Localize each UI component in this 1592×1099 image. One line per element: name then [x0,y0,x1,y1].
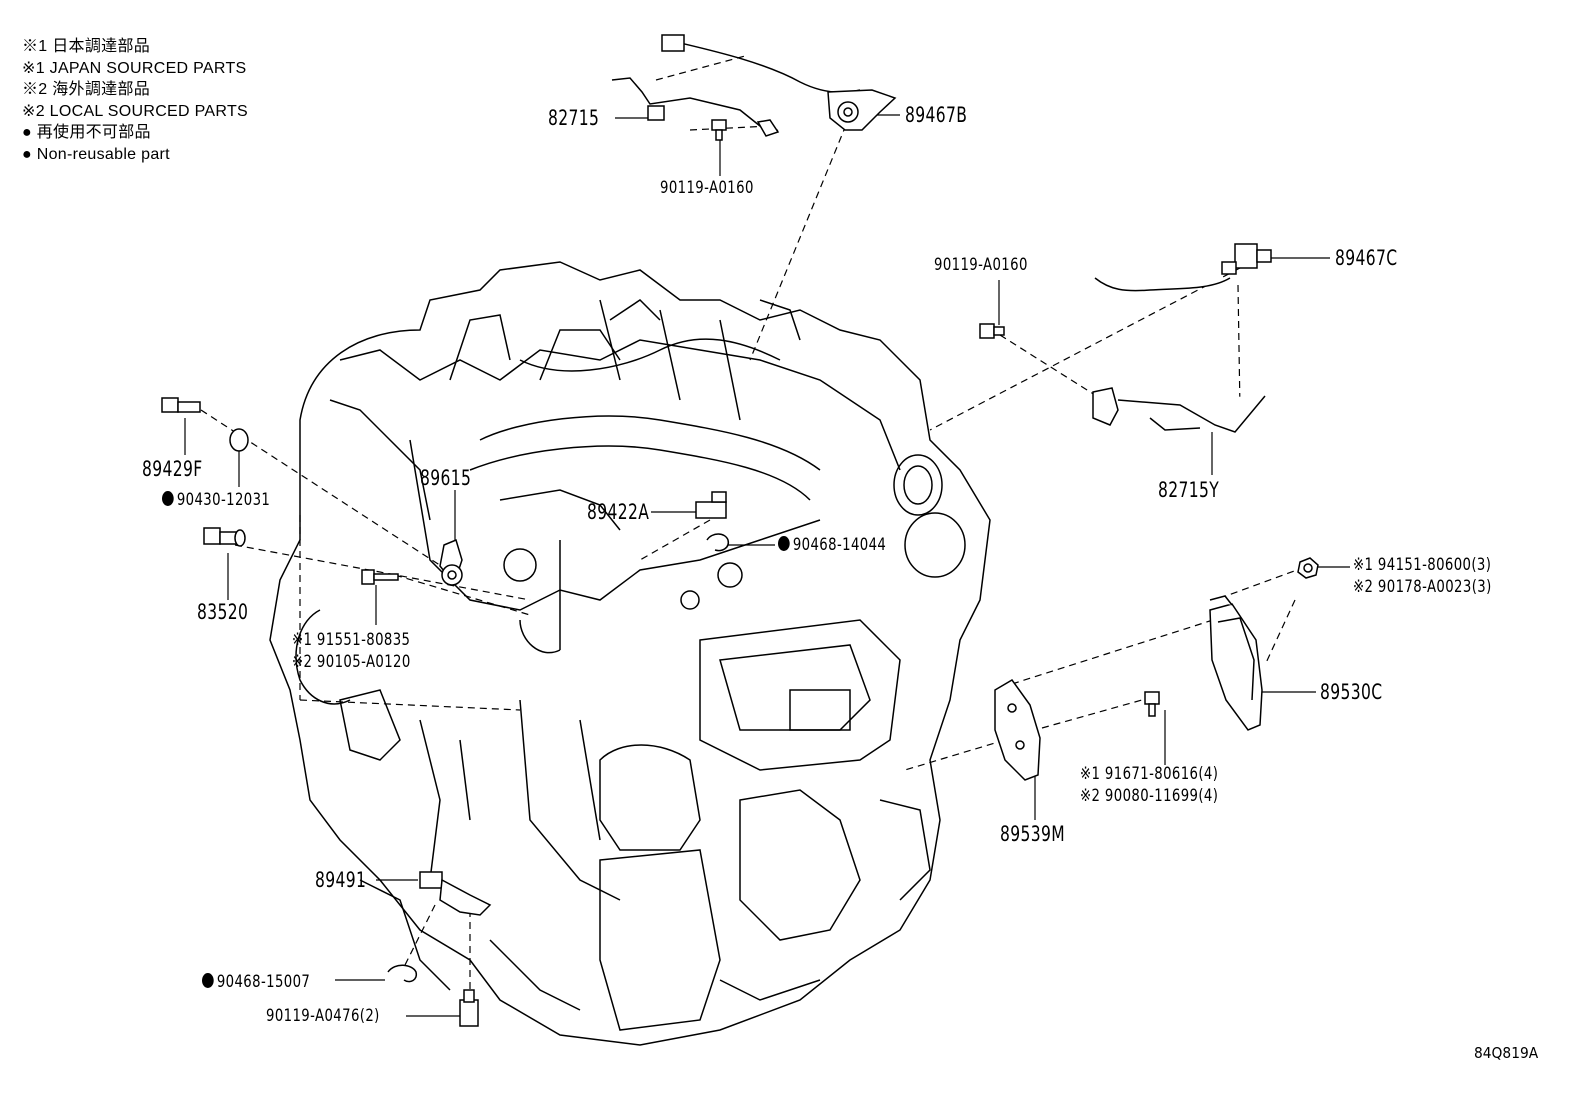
bolt-90119-A0476-drawing [459,989,479,1027]
label-83520[interactable]: 83520 [197,600,249,624]
legend-row-6: ● Non-reusable part [22,144,248,166]
legend-text: 再使用不可部品 [36,124,151,141]
legend-text: Non-reusable part [36,145,170,163]
legend-mark: ● [22,124,32,141]
part-89429F-drawing [161,397,201,413]
bolt-90119-right-drawing [979,323,1005,339]
part-83520-drawing [203,527,246,547]
bolt-90119-top-drawing [711,119,727,141]
part-89422A-drawing [695,491,727,519]
legend-text: LOCAL SOURCED PARTS [49,102,248,120]
legend-row-3: ※2 海外調達部品 [22,79,248,101]
label-82715Y[interactable]: 82715Y [1158,478,1220,502]
part-89530C-drawing [1209,595,1263,731]
label-90119-A0160-top[interactable]: 90119-A0160 [660,178,754,198]
label-90468-14044[interactable]: 90468-14044 [778,535,886,555]
part-89467C-drawing [1094,243,1272,292]
label-89467B[interactable]: 89467B [905,103,968,127]
label-90119-A0476[interactable]: 90119-A0476(2) [266,1006,380,1026]
label-82715[interactable]: 82715 [548,106,600,130]
label-89429F[interactable]: 89429F [142,457,203,481]
part-89467B-drawing [661,34,897,131]
label-90430-12031-text: 90430-12031 [176,490,271,510]
label-90105-A0120[interactable]: ※2 90105-A0120 [292,652,411,672]
part-89539M-drawing [994,679,1041,781]
label-94151-80600[interactable]: ※1 94151-80600(3) [1353,555,1492,575]
legend-mark: ※2 [22,81,48,98]
label-89539M[interactable]: 89539M [1000,822,1066,846]
label-90119-A0160-right[interactable]: 90119-A0160 [934,255,1028,275]
part-89491-drawing [419,871,492,916]
label-90468-15007[interactable]: 90468-15007 [202,972,310,992]
legend-mark: ※2 [22,102,45,120]
clip-90468-15007-drawing [387,964,418,983]
nut-94151-drawing [1297,557,1319,579]
label-89615[interactable]: 89615 [420,466,472,490]
legend-mark: ※1 [22,59,45,77]
non-reusable-dot-icon [202,973,214,988]
legend-row-5: ● 再使用不可部品 [22,122,248,144]
label-89467C[interactable]: 89467C [1335,246,1398,270]
legend-mark: ※1 [22,38,48,55]
gasket-90430-drawing [229,428,249,452]
legend-row-4: ※2 LOCAL SOURCED PARTS [22,101,248,123]
label-89530C[interactable]: 89530C [1320,680,1383,704]
bolt-91551-drawing [361,569,399,585]
label-90468-15007-text: 90468-15007 [216,972,311,992]
diagram-code: 84Q819A [1474,1044,1539,1062]
non-reusable-dot-icon [162,491,174,506]
legend: ※1 日本調達部品 ※1 JAPAN SOURCED PARTS ※2 海外調達… [22,36,248,165]
label-90080-11699[interactable]: ※2 90080-11699(4) [1080,786,1219,806]
legend-text: 日本調達部品 [52,38,151,55]
part-82715-drawing [611,77,780,137]
label-89491[interactable]: 89491 [315,868,367,892]
non-reusable-dot-icon [778,536,790,551]
label-89422A[interactable]: 89422A [587,500,650,524]
clip-90468-14044-drawing [706,533,730,552]
legend-text: 海外調達部品 [52,81,151,98]
part-shapes [161,34,1319,1027]
label-91671-80616[interactable]: ※1 91671-80616(4) [1080,764,1219,784]
bolt-91671-drawing [1144,691,1160,717]
label-91551-80835[interactable]: ※1 91551-80835 [292,630,411,650]
legend-mark: ● [22,145,32,163]
part-82715Y-drawing [1092,387,1266,433]
part-89615-drawing [439,538,463,586]
label-90178-A0023[interactable]: ※2 90178-A0023(3) [1353,577,1492,597]
legend-row-1: ※1 日本調達部品 [22,36,248,58]
label-90430-12031[interactable]: 90430-12031 [162,490,270,510]
legend-row-2: ※1 JAPAN SOURCED PARTS [22,58,248,80]
leader-lines [184,114,1350,1017]
legend-text: JAPAN SOURCED PARTS [49,59,247,77]
label-90468-14044-text: 90468-14044 [792,535,887,555]
